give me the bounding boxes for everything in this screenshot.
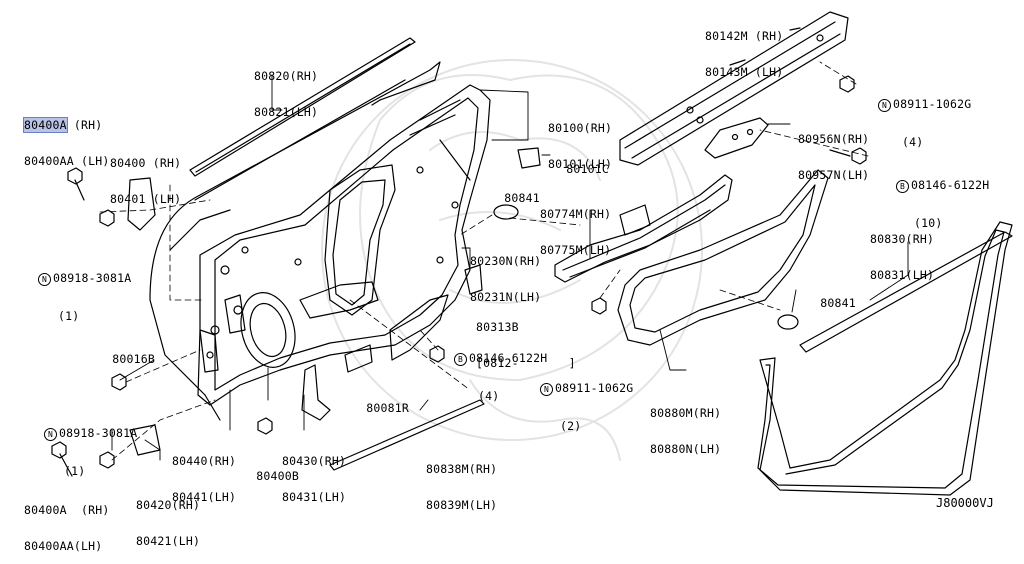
label-80230n[interactable]: 80230N(RH) 80231N(LH): [470, 254, 542, 304]
circled-N-icon: N: [44, 428, 57, 441]
circled-B-icon: B: [896, 180, 909, 193]
label-80016b[interactable]: 80016B: [112, 352, 155, 366]
parts-diagram: 80400A (RH) 80400AA (LH) 80400 (RH) 8040…: [23, 11, 1013, 552]
diagram-drawing: [51, 11, 1013, 496]
dashed-reference-lines: [99, 61, 869, 461]
bracket-80956n: [704, 117, 769, 159]
label-80430[interactable]: 80430(RH) 80431(LH): [282, 454, 347, 504]
label-80841-right[interactable]: 80841: [820, 296, 856, 310]
label-80400a-top[interactable]: 80400A (RH) 80400AA (LH): [23, 117, 110, 168]
label-80400a-bot[interactable]: 80400A (RH) 80400AA(LH): [24, 503, 110, 553]
inner-door-panel: [197, 84, 491, 406]
label-80313b[interactable]: 80313B [0812- ]: [476, 320, 576, 370]
impact-beam: [554, 174, 733, 283]
watermark-emblem: [321, 59, 703, 461]
label-80101c[interactable]: 80101C: [566, 162, 609, 176]
circled-N-icon: N: [878, 99, 891, 112]
label-80956n[interactable]: 80956N(RH) 80957N(LH): [798, 132, 870, 182]
label-80774m[interactable]: 80774M(RH) 80775M(LH): [540, 207, 612, 257]
label-80841-top[interactable]: 80841: [504, 191, 540, 205]
label-80400b[interactable]: 80400B: [256, 469, 299, 483]
highlighted-part-code[interactable]: 80400A: [23, 117, 68, 133]
leader-lines: [111, 74, 909, 461]
sill-molding-80838: [329, 399, 485, 471]
small-parts: [127, 147, 799, 456]
label-80142m[interactable]: 80142M (RH) 80143M (LH): [705, 29, 784, 79]
belt-molding-top: [189, 37, 416, 177]
weatherstrip-rear: [757, 221, 1013, 496]
label-80820[interactable]: 80820(RH) 80821(LH): [254, 69, 319, 119]
label-80420[interactable]: 80420(RH) 80421(LH): [136, 498, 201, 548]
circled-B-icon: B: [454, 353, 467, 366]
outer-molding-80830: [799, 231, 1013, 353]
label-80880m[interactable]: 80880M(RH) 80880N(LH): [650, 406, 722, 456]
label-80400[interactable]: 80400 (RH) 80401 (LH): [110, 156, 182, 206]
label-80830[interactable]: 80830(RH) 80831(LH): [870, 232, 935, 282]
fasteners: [51, 75, 867, 477]
label-80081r[interactable]: 80081R: [366, 401, 409, 415]
circled-N-icon: N: [38, 273, 51, 286]
label-80100[interactable]: 80100(RH) 80101(LH): [548, 121, 613, 171]
label-80838m[interactable]: 80838M(RH) 80839M(LH): [426, 462, 498, 512]
label-80440[interactable]: 80440(RH) 80441(LH): [172, 454, 237, 504]
figure-code: J80000VJ: [936, 496, 994, 510]
sash-reinforcement: [619, 11, 849, 166]
circled-N-icon: N: [540, 383, 553, 396]
door-shell-outer: [149, 61, 441, 421]
opening-seal-front: [617, 169, 829, 346]
